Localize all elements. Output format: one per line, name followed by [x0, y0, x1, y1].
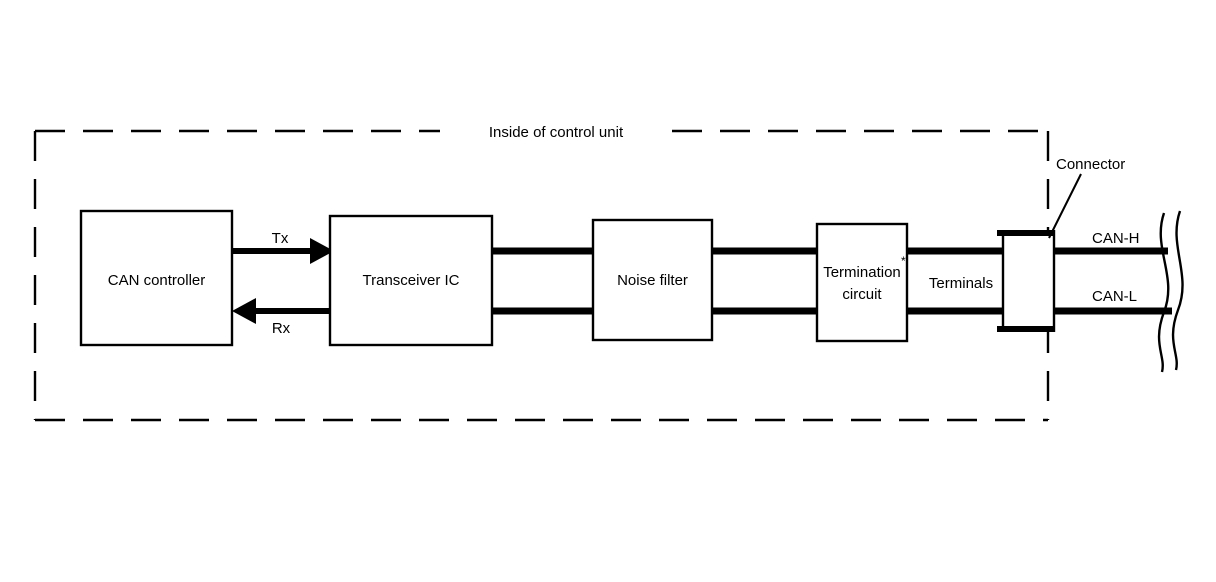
noise-filter-box: [591, 218, 714, 342]
termination-circuit-footnote-marker: *: [901, 254, 906, 268]
transceiver-ic-label: Transceiver IC: [363, 272, 460, 289]
connector-leader-line: [1048, 173, 1082, 239]
can-high-label: CAN-H: [1092, 230, 1140, 247]
tx-label: Tx: [272, 230, 289, 247]
transceiver-ic-box: [328, 214, 494, 347]
boundary-title: Inside of control unit: [489, 124, 624, 141]
block-termination-circuit: Termination * circuit: [815, 222, 909, 343]
block-can-controller: CAN controller: [79, 209, 234, 347]
cable-break-wave-left: [1157, 212, 1170, 373]
noise-filter-label: Noise filter: [617, 272, 688, 289]
termination-circuit-label-line2: circuit: [842, 286, 882, 303]
termination-circuit-box: [815, 222, 909, 343]
connector-body-fill: [1003, 230, 1054, 332]
connector-label: Connector: [1056, 156, 1125, 173]
termination-circuit-label-line1: Termination: [823, 264, 901, 281]
can-controller-box: [79, 209, 234, 347]
terminals-label: Terminals: [929, 275, 993, 292]
can-low-label: CAN-L: [1092, 288, 1137, 305]
rx-arrowhead-icon: [232, 298, 256, 324]
tx-arrowhead-icon: [310, 238, 334, 264]
rx-signal: Rx: [232, 298, 330, 337]
tx-signal: Tx: [232, 230, 334, 264]
block-transceiver-ic: Transceiver IC: [328, 214, 494, 347]
cable-break-wave-right: [1171, 210, 1184, 371]
can-controller-label: CAN controller: [108, 272, 206, 289]
block-noise-filter: Noise filter: [591, 218, 714, 342]
rx-label: Rx: [272, 320, 291, 337]
bus-lines: [492, 247, 1172, 315]
connector: Connector: [997, 156, 1125, 332]
cable-break-symbol: [1157, 210, 1184, 373]
